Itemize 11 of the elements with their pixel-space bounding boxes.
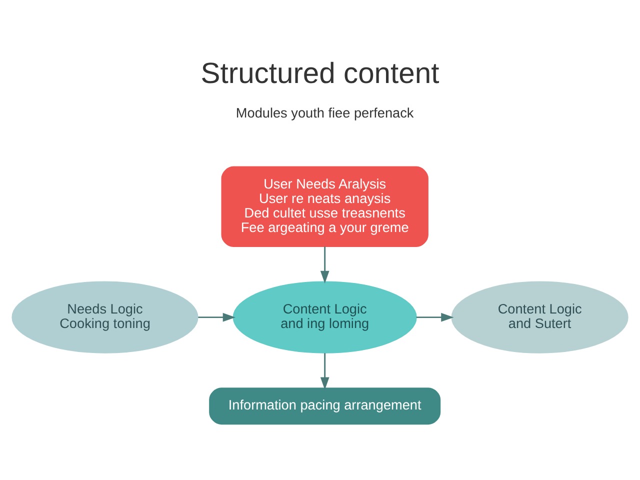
node-ellipse: Content Logic and Sutert [451,281,628,354]
arrow [416,312,454,322]
arrow [198,312,236,322]
node-ellipse: Content Logic and ing loming [232,281,417,354]
node-box: Information pacing arrangement [209,388,441,425]
node-box: User Needs Aralysis User re neats anaysis Ded cultet usse treasnents Fee argeating a your greme [221,166,428,248]
node-ellipse: Needs Logic Cooking toning [12,281,198,354]
arrow [320,353,330,390]
arrow [320,246,330,284]
diagram-title: Structured content [200,58,440,90]
label: Modules youth fiee perfenack [236,105,414,120]
